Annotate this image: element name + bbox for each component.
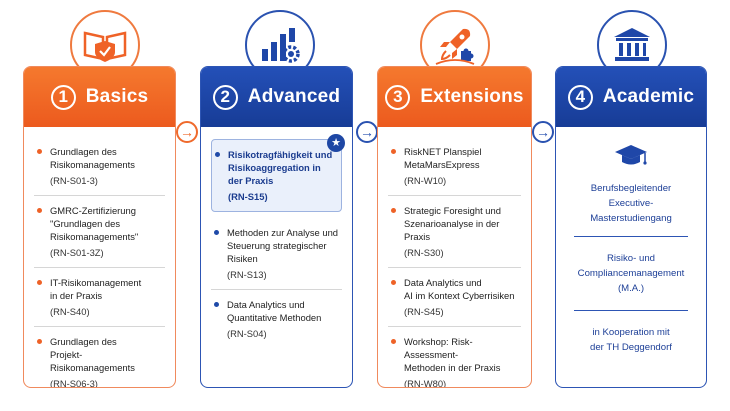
list-item[interactable]: RiskNET Planspiel MetaMarsExpress (RN-W1… — [388, 137, 521, 196]
program-name: Risiko- und Compliancemanagement (M.A.) — [574, 237, 688, 311]
column-title: Basics — [85, 86, 149, 107]
bullet-dot — [37, 149, 42, 154]
arrow-right-icon: → — [176, 121, 198, 143]
star-icon: ★ — [327, 134, 345, 152]
module-list: Risikotragfähigkeit und Risikoaggregatio… — [201, 127, 352, 348]
module-list: Grundlagen des Risikomanagements (RN-S01… — [24, 127, 175, 387]
bullet-dot — [37, 280, 42, 285]
column-title: Advanced — [247, 86, 341, 107]
bullet-dot — [215, 152, 220, 157]
bullet-dot — [391, 339, 396, 344]
list-item[interactable]: Grundlagen des Projekt-Risikomanagements… — [34, 327, 165, 387]
list-item[interactable]: Grundlagen des Risikomanagements (RN-S01… — [34, 137, 165, 196]
bullet-dot — [214, 302, 219, 307]
list-item[interactable]: Data Analytics und AI im Kontext Cyberri… — [388, 268, 521, 327]
column-header: 4 Academic — [556, 67, 706, 127]
column-extensions: 3 Extensions RiskNET Planspiel MetaMarsE… — [377, 66, 532, 388]
cooperation-note: in Kooperation mit der TH Deggendorf — [590, 327, 672, 353]
arrow-right-icon: → — [532, 121, 554, 143]
column-header: 2 Advanced — [201, 67, 352, 127]
bullet-dot — [391, 149, 396, 154]
program-description: Berufsbegleitender Executive-Masterstudi… — [574, 171, 688, 237]
list-item[interactable]: GMRC-Zertifizierung "Grundlagen des Risi… — [34, 196, 165, 268]
column-header: 1 Basics — [24, 67, 175, 127]
arrow-right-icon: → — [356, 121, 378, 143]
column-title: Extensions — [420, 86, 524, 107]
step-number: 2 — [212, 84, 238, 110]
module-list: RiskNET Planspiel MetaMarsExpress (RN-W1… — [378, 127, 531, 387]
column-basics: 1 Basics Grundlagen des Risikomanagement… — [23, 66, 176, 388]
bullet-dot — [37, 339, 42, 344]
list-item[interactable]: Workshop: Risk-Assessment- Methoden in d… — [388, 327, 521, 387]
step-number: 4 — [567, 84, 593, 110]
bullet-dot — [391, 280, 396, 285]
column-advanced: 2 Advanced Risikotragfähigkeit und Risik… — [200, 66, 353, 388]
bullet-dot — [37, 208, 42, 213]
graduation-cap-icon — [568, 143, 694, 169]
list-item[interactable]: Methoden zur Analyse und Steuerung strat… — [211, 218, 342, 290]
column-header: 3 Extensions — [378, 67, 531, 127]
bullet-dot — [391, 208, 396, 213]
step-number: 3 — [385, 84, 411, 110]
highlighted-item[interactable]: Risikotragfähigkeit und Risikoaggregatio… — [211, 134, 345, 212]
list-item[interactable]: Strategic Foresight und Szenarioanalyse … — [388, 196, 521, 268]
list-item[interactable]: Data Analytics und Quantitative Methoden… — [211, 290, 342, 348]
academic-content: Berufsbegleitender Executive-Masterstudi… — [556, 127, 706, 365]
list-item[interactable]: IT-Risikomanagement in der Praxis (RN-S4… — [34, 268, 165, 327]
column-title: Academic — [602, 86, 695, 107]
step-number: 1 — [50, 84, 76, 110]
bullet-dot — [214, 230, 219, 235]
column-academic: 4 Academic Berufsbegleitender Executive-… — [555, 66, 707, 388]
